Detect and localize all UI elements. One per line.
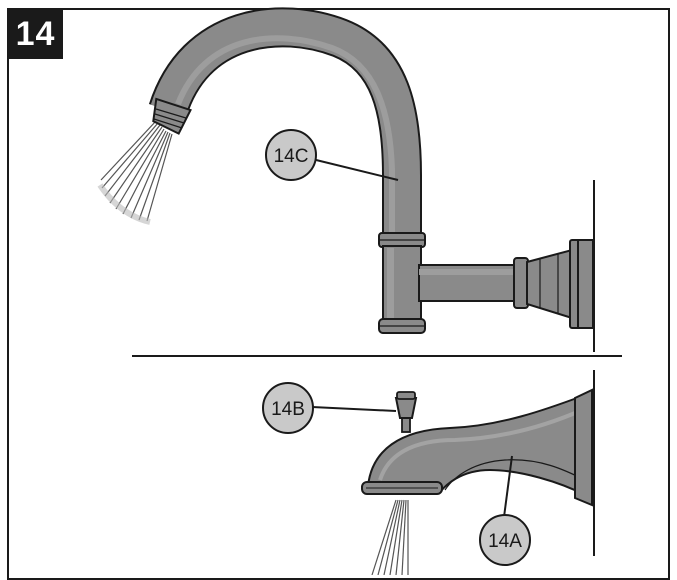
tub-spout <box>361 388 593 575</box>
gooseneck-spout <box>97 7 594 334</box>
aerator <box>152 97 192 135</box>
callout-label-14a: 14A <box>488 531 522 552</box>
wall-escutcheon-upper <box>513 239 594 329</box>
step-number-badge: 14 <box>8 9 63 59</box>
callout-14b: 14B <box>262 382 397 434</box>
callout-14c: 14C <box>265 129 399 181</box>
callout-14a: 14A <box>479 455 531 566</box>
callout-label-14c: 14C <box>274 146 309 167</box>
callout-label-14b: 14B <box>271 399 305 420</box>
water-spray-lower <box>371 499 409 575</box>
diverter-knob <box>394 391 418 433</box>
water-spray-upper <box>100 120 173 222</box>
